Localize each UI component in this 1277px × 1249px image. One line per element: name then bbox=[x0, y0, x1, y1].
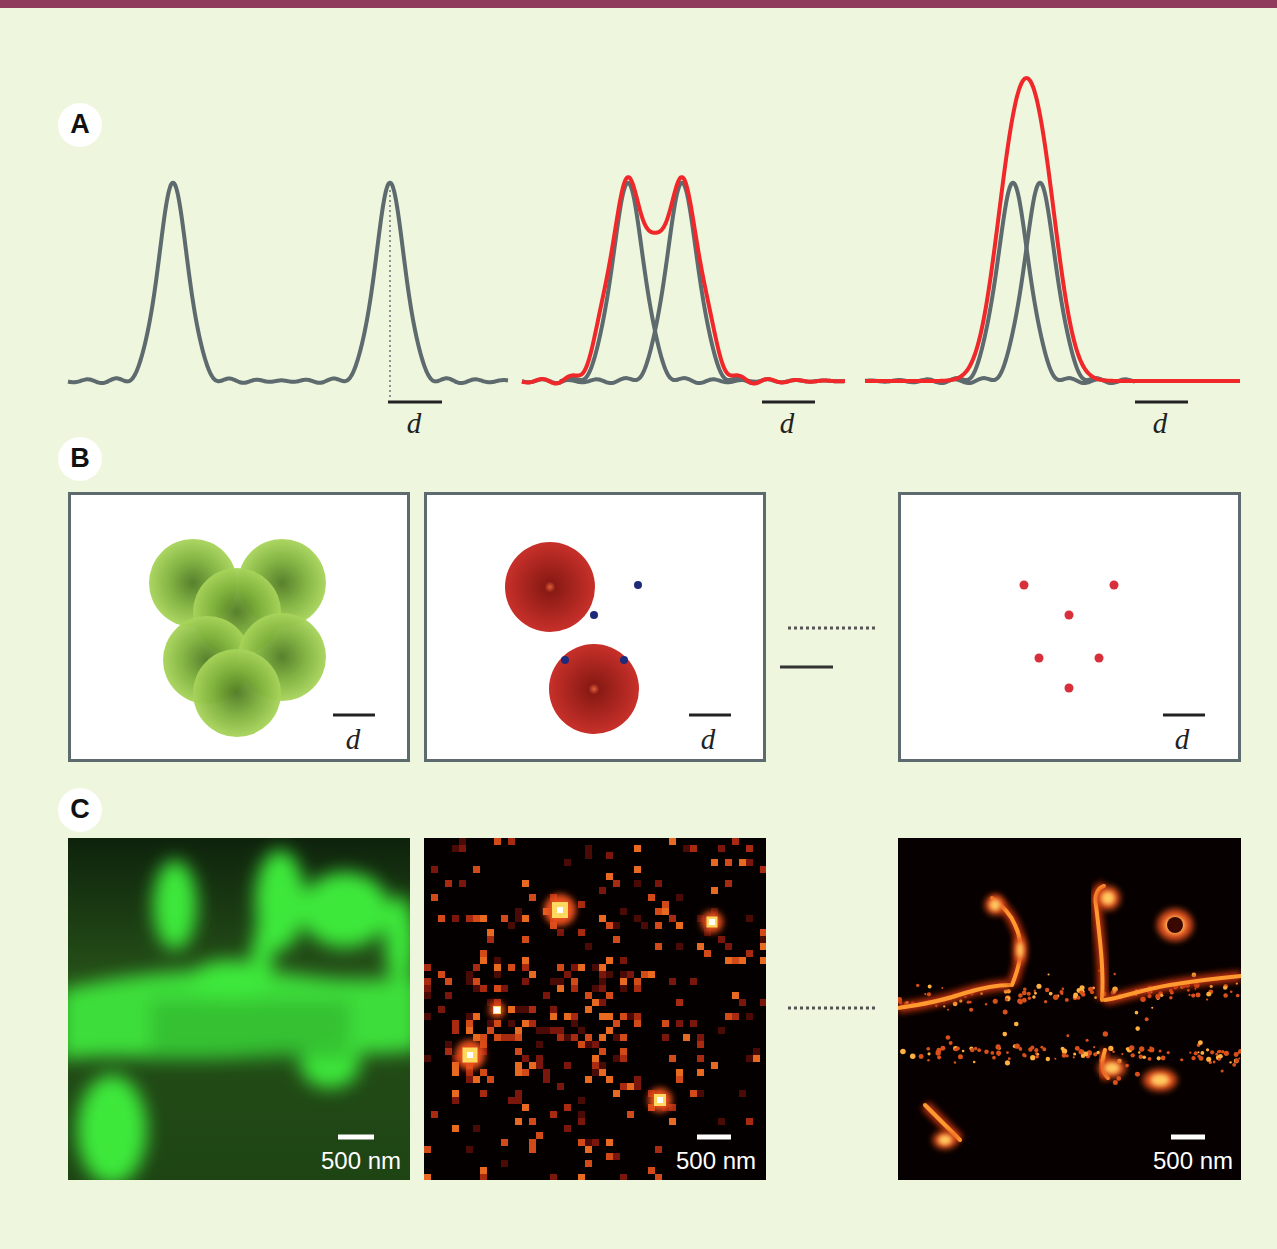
panel-letter: C bbox=[58, 788, 102, 832]
scale-bar bbox=[689, 714, 731, 717]
scale-bar bbox=[762, 401, 815, 404]
sketch-panel: d bbox=[898, 492, 1241, 762]
localized-point bbox=[1065, 684, 1074, 693]
sketch-panel: d bbox=[424, 492, 766, 762]
super-resolution-image bbox=[898, 838, 1241, 1180]
ellipsis-dots bbox=[788, 1007, 876, 1010]
scale-label: d bbox=[701, 724, 716, 756]
scale-label: d bbox=[1153, 408, 1168, 440]
panel-letter: A bbox=[58, 103, 102, 147]
dark-emitter bbox=[634, 581, 642, 589]
scale-label: 500 nm bbox=[676, 1148, 756, 1174]
scale-bar bbox=[1171, 1135, 1205, 1140]
scale-bar bbox=[388, 401, 442, 404]
localized-point bbox=[1035, 654, 1044, 663]
scale-label: 500 nm bbox=[321, 1148, 401, 1174]
localized-point bbox=[1065, 611, 1074, 620]
localized-point bbox=[1020, 581, 1029, 590]
scale-label: d bbox=[407, 408, 422, 440]
single-frame-image bbox=[424, 838, 766, 1180]
panel-label: A bbox=[70, 110, 90, 140]
dash-mark bbox=[780, 666, 833, 669]
image-panel: 500 nm bbox=[898, 838, 1241, 1180]
panel-letter: B bbox=[58, 437, 102, 481]
intensity-profiles bbox=[68, 78, 1240, 402]
scale-bar bbox=[338, 1135, 374, 1140]
localization-sketch bbox=[68, 492, 1241, 762]
ellipsis-dots bbox=[788, 627, 876, 630]
active-spot bbox=[549, 644, 639, 734]
active-spot bbox=[505, 542, 595, 632]
microscopy-images bbox=[60, 838, 1243, 1185]
image-panel: 500 nm bbox=[424, 838, 766, 1180]
panel-ground bbox=[424, 492, 766, 762]
scale-bar bbox=[1135, 401, 1188, 404]
dark-emitter bbox=[561, 656, 569, 664]
scale-bar bbox=[697, 1135, 731, 1140]
localized-point bbox=[1095, 654, 1104, 663]
panel-label: B bbox=[70, 444, 90, 474]
scale-label: 500 nm bbox=[1153, 1148, 1233, 1174]
scale-bar bbox=[333, 714, 375, 717]
psf-curve bbox=[68, 183, 508, 383]
widefield-image bbox=[68, 838, 410, 1180]
panel-label: C bbox=[70, 795, 90, 825]
localized-point bbox=[1110, 581, 1119, 590]
diffraction-spot bbox=[193, 649, 281, 737]
sketch-panel: d bbox=[68, 492, 410, 762]
sum-curve bbox=[865, 78, 1240, 381]
image-panel: 500 nm bbox=[68, 838, 410, 1180]
panel-ground bbox=[898, 492, 1241, 762]
sum-curve bbox=[522, 177, 845, 383]
width-marker bbox=[389, 190, 391, 398]
scale-label: d bbox=[346, 724, 361, 756]
psf-curve bbox=[900, 183, 1135, 383]
scale-label: d bbox=[780, 408, 795, 440]
panel-ground bbox=[68, 492, 410, 762]
dark-emitter bbox=[590, 611, 598, 619]
scale-bar bbox=[1163, 714, 1205, 717]
scale-label: d bbox=[1175, 724, 1190, 756]
top-stripe bbox=[0, 0, 1277, 8]
dark-emitter bbox=[620, 656, 628, 664]
